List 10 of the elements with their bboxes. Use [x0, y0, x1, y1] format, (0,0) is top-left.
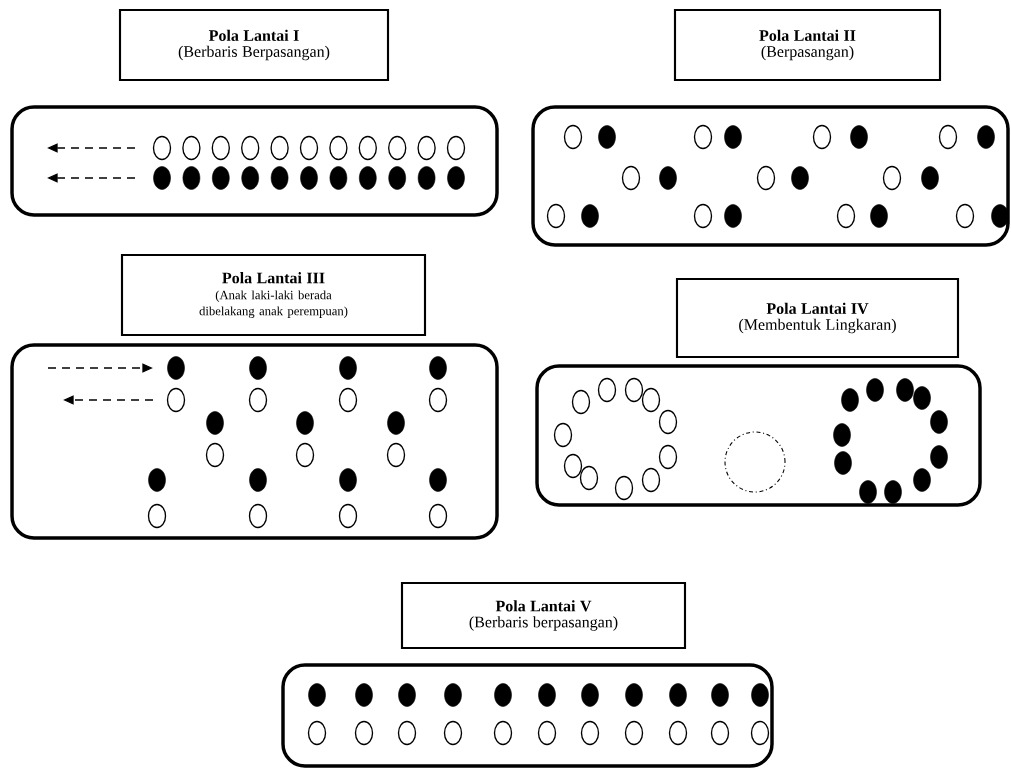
title-box: Pola Lantai IV (Membentuk Lingkaran) — [675, 277, 960, 359]
stage-panel — [531, 105, 1010, 247]
title-box: Pola Lantai II (Berpasangan) — [673, 8, 942, 82]
stage-panel — [281, 663, 774, 768]
stage-panel — [10, 343, 499, 540]
title-box: Pola Lantai III (Anak laki-laki berada dibelakang anak perempuan) — [120, 253, 427, 337]
stage-panel — [10, 105, 499, 217]
title-box: Pola Lantai I (Berbaris Berpasangan) — [118, 8, 390, 82]
stage-panel — [535, 364, 982, 507]
title-box: Pola Lantai V (Berbaris berpasangan) — [400, 581, 687, 650]
